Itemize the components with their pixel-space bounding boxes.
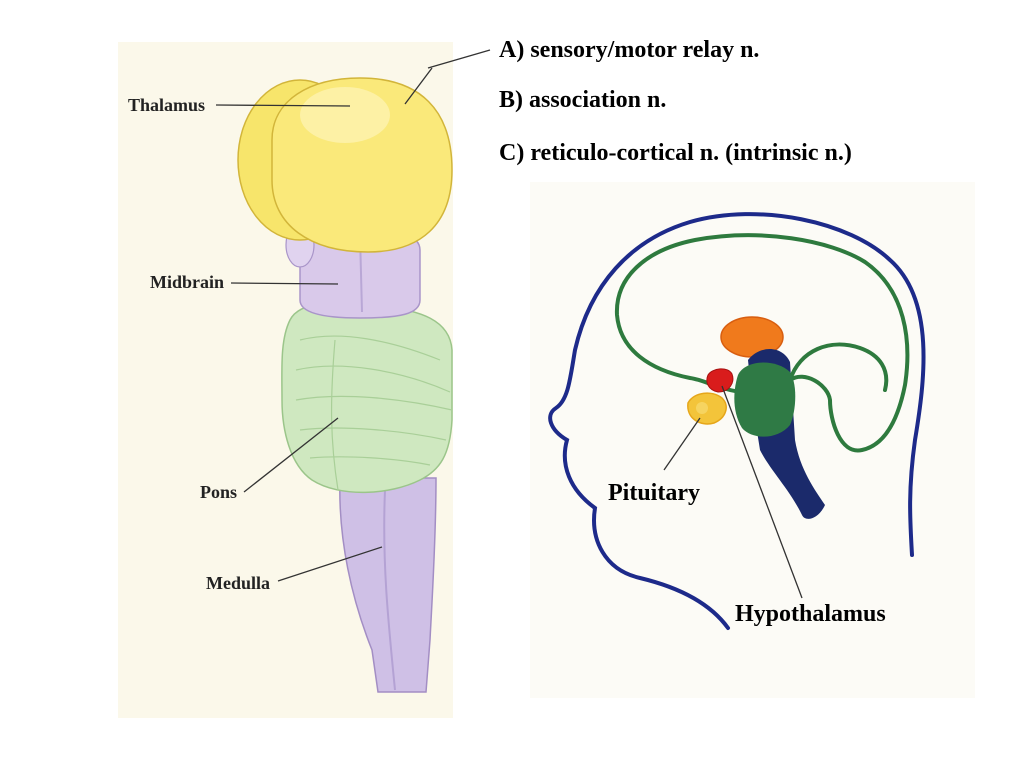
red-hypothalamus <box>706 368 734 393</box>
pituitary-leader <box>663 417 701 471</box>
pons-label: Pons <box>200 482 237 502</box>
pons-structure <box>281 301 453 494</box>
nuclei-item-b: B) association n. <box>499 87 666 113</box>
pituitary-label: Pituitary <box>608 480 700 506</box>
head-outline <box>548 212 926 630</box>
brainstem-leader-lines <box>215 67 433 582</box>
head-panel-background <box>530 182 975 698</box>
green-structure <box>734 362 796 437</box>
medulla-structure <box>339 477 437 693</box>
nuclei-item-a: A) sensory/motor relay n. <box>499 37 759 63</box>
hypothalamus-label: Hypothalamus <box>735 601 886 627</box>
cerebellum-outline <box>788 342 889 392</box>
thalamus-structure <box>237 77 453 253</box>
medulla-label: Medulla <box>206 573 270 593</box>
head-sketch-panel: Pituitary Hypothalamus <box>530 182 975 698</box>
nuclei-list: A) sensory/motor relay n. B) association… <box>427 37 852 166</box>
brainstem-panel: Thalamus Midbrain Pons Medulla <box>118 42 453 718</box>
pituitary-spot <box>696 402 708 414</box>
thalamus-label: Thalamus <box>128 95 205 115</box>
hypothalamus-leader <box>721 385 803 599</box>
nuclei-item-c: C) reticulo-cortical n. (intrinsic n.) <box>499 140 852 166</box>
midbrain-label: Midbrain <box>150 272 224 292</box>
nuclei-pointer-line <box>427 49 491 69</box>
